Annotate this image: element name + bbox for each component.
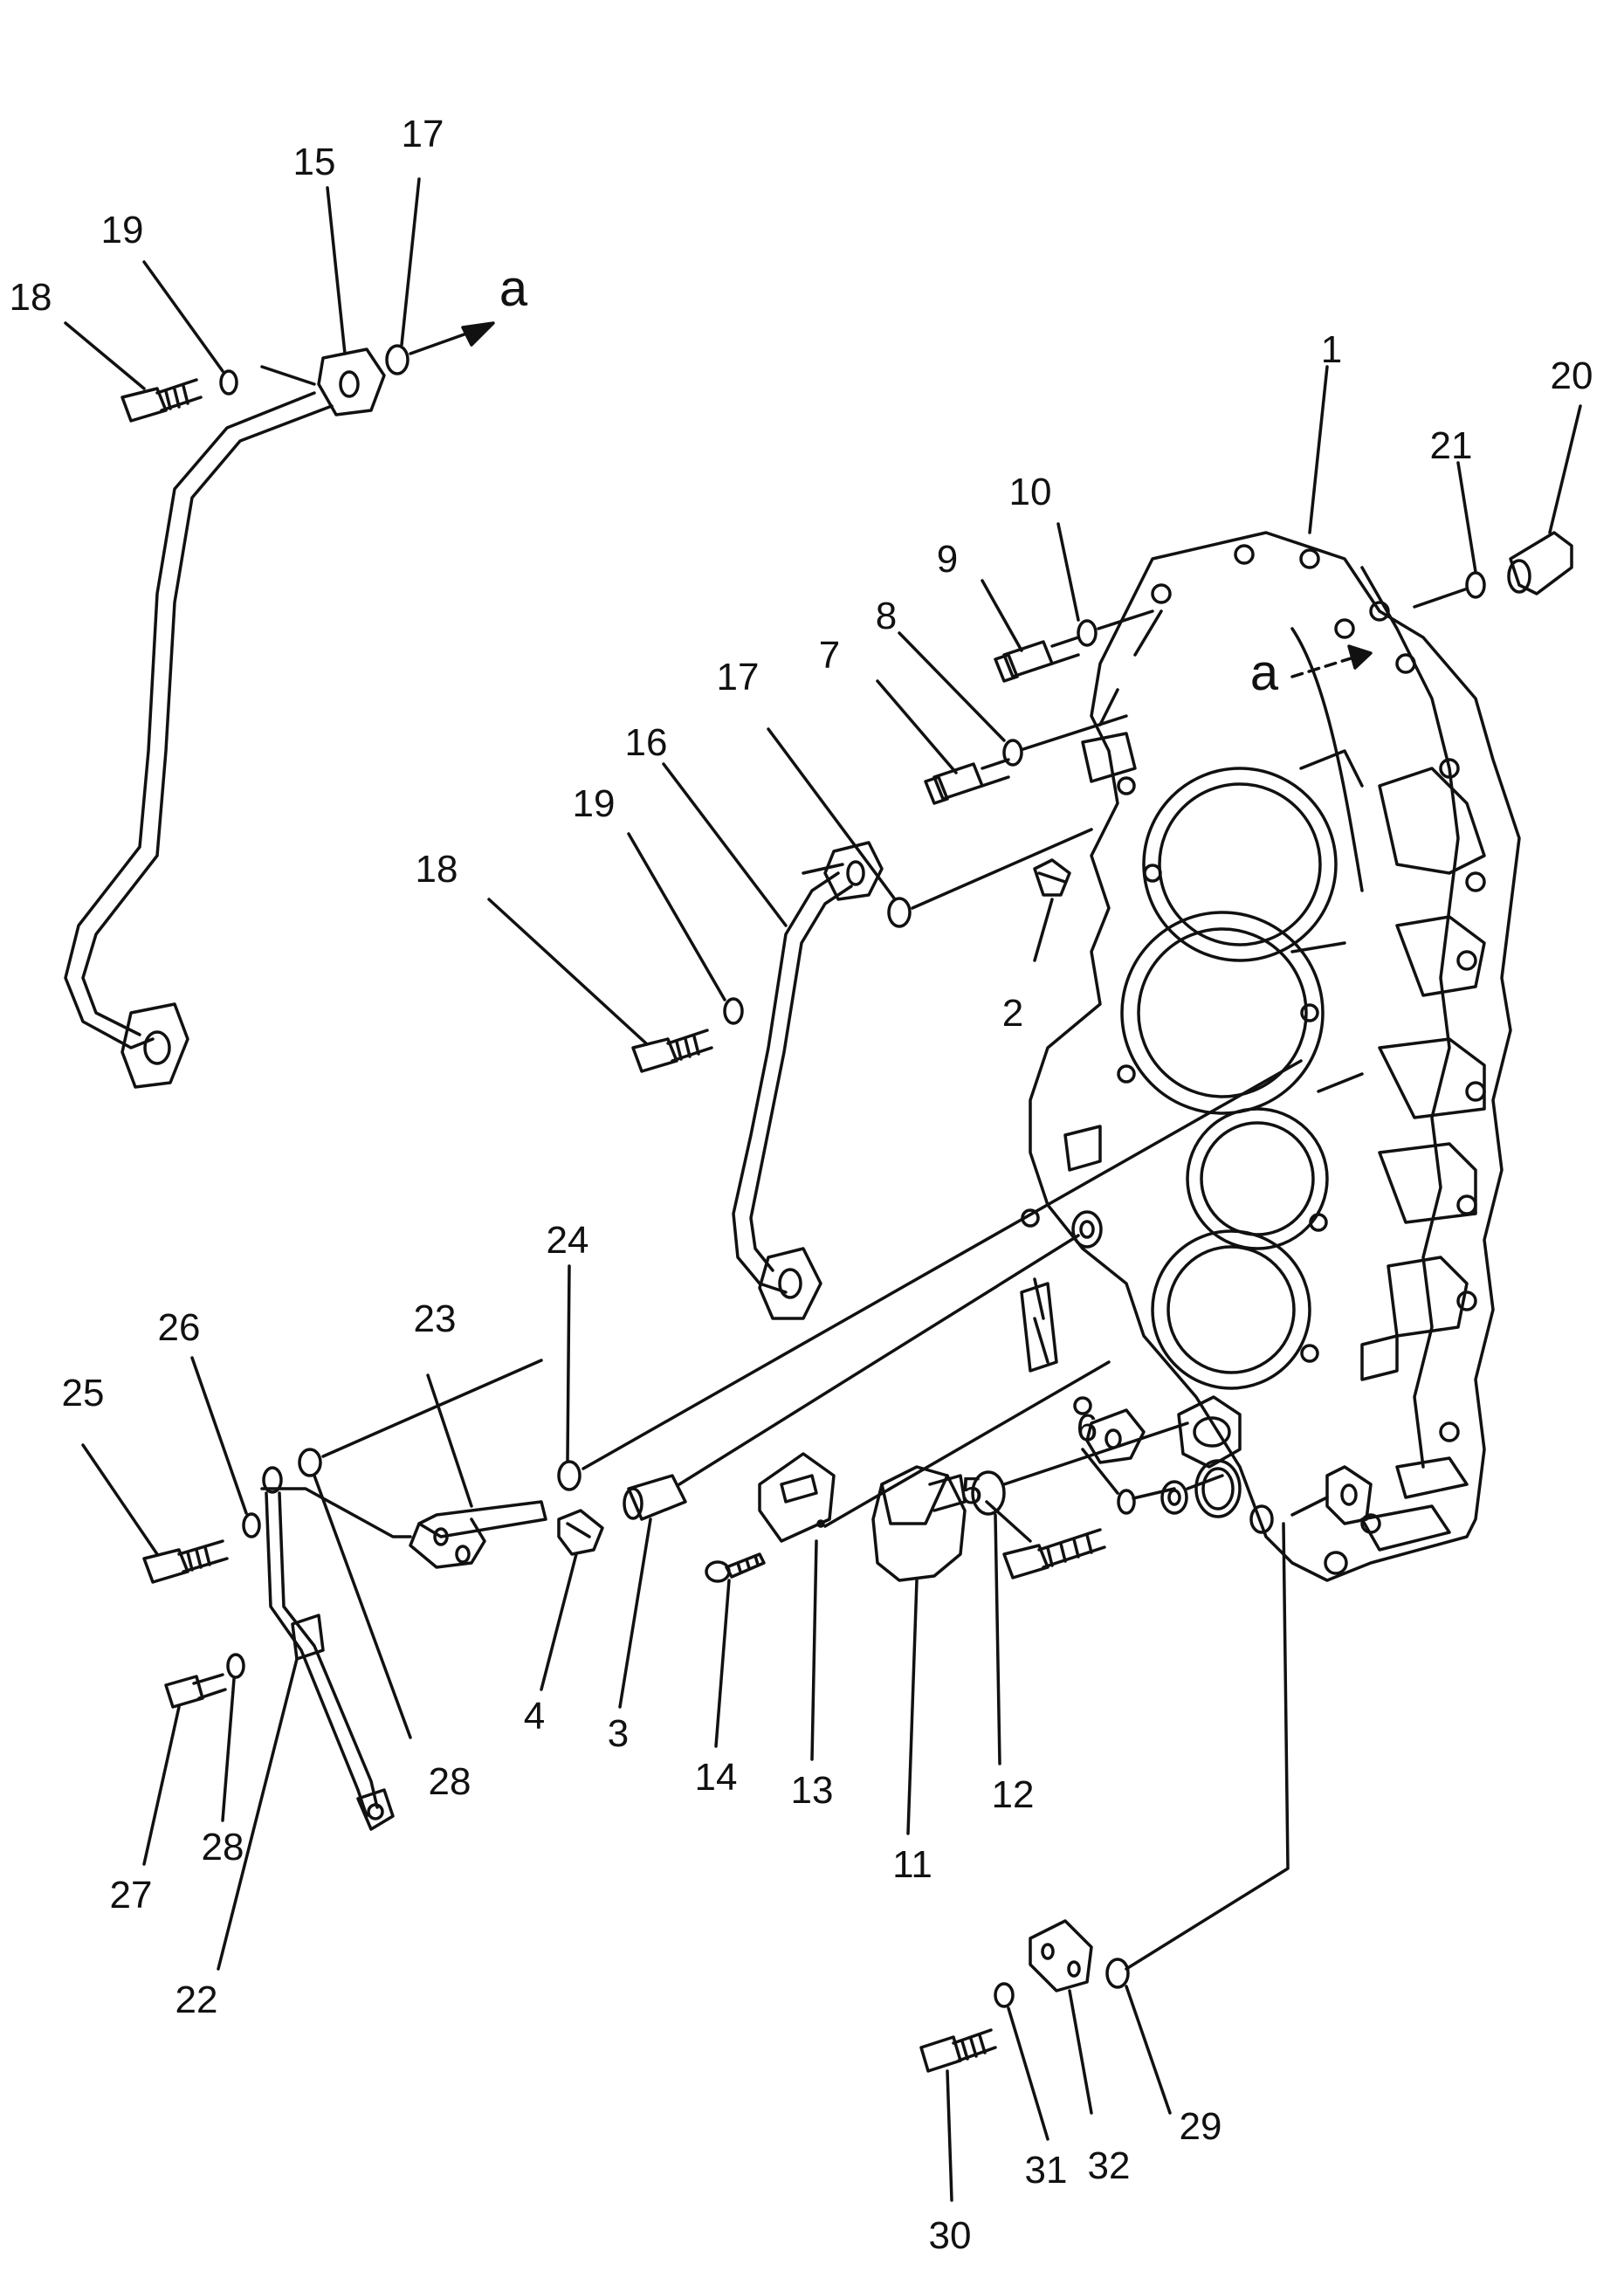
label-part-22: 22	[175, 1979, 218, 2021]
label-part-25: 25	[62, 1372, 105, 1414]
label-part-18-upper: 18	[10, 276, 52, 319]
label-part-8: 8	[876, 595, 897, 637]
washer-part-28-right	[298, 1359, 543, 1739]
bolt-part-25	[81, 1443, 229, 1584]
marker-labels: a a	[499, 260, 1279, 701]
label-part-2: 2	[1002, 992, 1023, 1035]
label-part-10: 10	[1009, 471, 1052, 513]
label-part-3: 3	[608, 1712, 629, 1755]
bolt-part-7	[876, 679, 1010, 805]
label-part-1: 1	[1321, 328, 1342, 371]
washer-part-8	[898, 631, 1128, 767]
marker-arrowhead-a-case	[1347, 644, 1373, 670]
label-part-12: 12	[992, 1773, 1035, 1816]
label-part-28-left: 28	[202, 1826, 244, 1869]
label-part-27: 27	[110, 1874, 153, 1917]
label-part-15: 15	[293, 141, 336, 183]
marker-a-case: a	[1250, 644, 1279, 701]
plug-part-2	[1033, 858, 1071, 962]
o-ring-part-24	[557, 1059, 1303, 1491]
bolt-part-5	[985, 1500, 1106, 1579]
o-ring-part-12	[971, 1421, 1189, 1765]
bolt-part-18-upper	[64, 321, 203, 423]
cover-part-32	[1029, 1919, 1093, 2115]
marker-a-top: a	[499, 260, 528, 317]
label-part-17-middle: 17	[717, 656, 760, 699]
bolt-part-18-middle	[487, 898, 713, 1073]
oil-pipe-part-15	[64, 186, 386, 1089]
washer-part-26	[190, 1356, 261, 1538]
label-part-24: 24	[547, 1219, 589, 1262]
label-part-5: 5	[961, 1469, 982, 1512]
hose-part-22	[217, 1466, 395, 1971]
pipe-part-23	[260, 1373, 547, 1569]
screw-part-14	[705, 1552, 766, 1748]
o-ring-part-17-middle	[767, 727, 1093, 928]
label-part-21: 21	[1430, 424, 1473, 467]
label-part-23: 23	[414, 1297, 457, 1340]
label-part-29: 29	[1180, 2105, 1222, 2148]
washer-part-19-middle	[627, 832, 744, 1025]
label-part-26: 26	[158, 1306, 201, 1349]
label-part-16: 16	[625, 721, 668, 764]
label-part-30: 30	[929, 2214, 972, 2257]
label-part-6: 6	[1077, 1407, 1098, 1449]
label-part-18-middle: 18	[416, 848, 458, 891]
marker-arrow-a-case	[1290, 653, 1364, 678]
label-part-32: 32	[1088, 2144, 1131, 2187]
washer-part-31	[994, 1982, 1049, 2141]
oil-pipe-part-16	[662, 762, 884, 1320]
washer-part-28-left	[221, 1653, 245, 1822]
label-part-31: 31	[1025, 2149, 1068, 2192]
o-ring-part-21	[1413, 461, 1486, 609]
plug-part-20	[1507, 404, 1582, 595]
bushing-part-3	[618, 1234, 1080, 1709]
washer-part-19-upper	[142, 260, 238, 396]
o-ring-part-17-upper	[385, 177, 495, 375]
label-part-19-upper: 19	[101, 209, 144, 251]
drain-plug-part-11	[871, 1465, 967, 1835]
plug-part-4	[540, 1509, 604, 1691]
label-part-20: 20	[1551, 354, 1593, 397]
washer-part-10	[1056, 522, 1154, 647]
front-case-housing	[1020, 531, 1521, 1582]
plate-part-13	[758, 1277, 1111, 1761]
label-part-28-right: 28	[429, 1760, 471, 1803]
label-part-4: 4	[524, 1695, 545, 1738]
leader-part-1	[1308, 365, 1329, 534]
drain-ring	[1194, 1459, 1274, 1534]
label-part-7: 7	[819, 634, 840, 677]
label-part-13: 13	[791, 1769, 834, 1812]
label-part-9: 9	[937, 538, 958, 581]
guide-line-part-29	[1125, 1522, 1290, 1971]
bolt-part-9	[981, 579, 1080, 683]
label-part-19-middle: 19	[573, 782, 616, 825]
label-part-14: 14	[695, 1756, 738, 1799]
label-part-11: 11	[892, 1843, 932, 1886]
cover-plate-small	[1290, 1465, 1373, 1525]
o-ring-part-29	[1105, 1958, 1172, 2115]
dust-seal-washer	[1071, 1210, 1103, 1249]
bolt-part-27	[142, 1673, 227, 1866]
part-labels: 1 2 3 4 5 6 7 8 9 10 11 12 13 14 15 16 1…	[10, 113, 1593, 2257]
gasket-plate	[1085, 1395, 1242, 1469]
label-part-17-upper: 17	[402, 113, 444, 155]
bolt-part-30	[919, 2028, 997, 2202]
